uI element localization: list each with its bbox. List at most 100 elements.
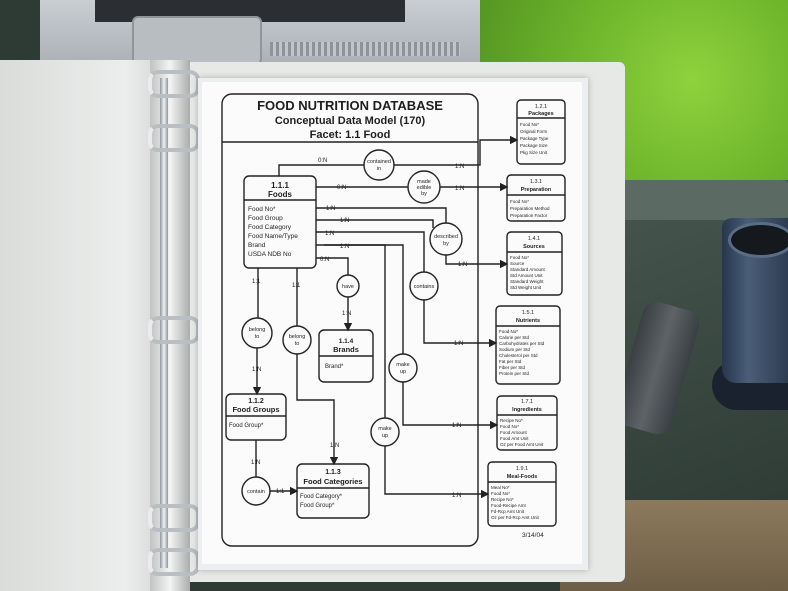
diagram-frame [221,93,479,547]
cardinality-label: 1:N [252,367,261,373]
relation-label: contains [414,284,435,290]
relation-label: to [255,334,260,340]
relation-label: belong [249,327,266,333]
food-groups-id: 1.1.2 [248,398,264,405]
laptop-trackpad [132,16,262,65]
binder-ring-rail [160,78,168,568]
sources-attr: Standard Amount [510,267,546,272]
brands-id: 1.1.4 [339,338,354,345]
sources-attr: Std Weight Unit [510,285,542,290]
diagram-facet: Facet: 1.1 Food [310,129,391,141]
brands-attr: Brand* [325,364,344,370]
cardinality-label: 1:N [458,262,467,268]
sources-name: Sources [523,244,545,250]
relation-label: by [421,191,427,197]
nutrients-attr: Sodium per Std [499,347,531,352]
ingredients-id: 1.7.1 [521,399,533,405]
foods-attr: Food Name/Type [248,233,298,240]
diagram-title: FOOD NUTRITION DATABASE [257,98,443,113]
nutrients-attr: Fiber per Std [499,365,526,370]
preparation-id: 1.3.1 [530,179,542,185]
cardinality-label: 1:N [454,341,463,347]
meal-foods-attr: Food-Recipe Amt [491,503,527,508]
laptop-vent [270,42,460,56]
meal-foods-attr: Meal No* [491,485,510,490]
packages-attr: Package Size [520,143,548,148]
cardinality-label: 1:N [326,206,335,212]
meal-foods-attr: Food No* [491,491,510,496]
cardinality-label: 1:N [455,164,464,170]
food-categories-attr: Food Group* [300,503,335,509]
ingredients-attr: Recipe No* [500,418,523,423]
entity-box-preparation [506,174,566,222]
food-groups-attr: Food Group* [229,423,264,429]
ingredients-attr: Food Amount [500,430,528,435]
foods-attr: Food Category [248,224,292,231]
relation-label: described [434,234,458,240]
ingredients-attr: Oz per Food Amt Unit [500,442,544,447]
cardinality-label: 1:N [340,244,349,250]
relation-label: have [342,284,354,290]
meal-foods-attr: Fd-Rcp Amt Unit [491,509,525,514]
meal-foods-id: 1.9.1 [516,466,528,472]
cardinality-label: 1:N [455,186,464,192]
foods-id: 1.1.1 [271,181,289,190]
cardinality-label: 0:N [318,158,327,164]
sources-attr: Source [510,261,525,266]
nutrients-attr: Carbohydrates per Std [499,341,545,346]
sources-attr: Standard Weight [510,279,544,284]
printed-page [202,82,582,564]
food-groups-name: Food Groups [232,405,279,414]
relation-label: belong [289,334,306,340]
mug-rim [728,222,788,258]
packages-attr: Original Form [520,129,548,134]
entity-box-packages [516,99,566,165]
preparation-attr: Food No* [510,199,529,204]
relation-label: contain [247,489,265,495]
sources-attr: Food No* [510,255,529,260]
relation-label: to [295,341,300,347]
cardinality-label: 1:N [330,443,339,449]
relation-label: make [378,426,391,432]
meal-foods-name: Meal-Foods [507,474,538,480]
meal-foods-attr: Recipe No* [491,497,514,502]
packages-attr: Pkg Size Unit [520,150,548,155]
preparation-attr: Preparation Factor [510,213,548,218]
diagram-subtitle: Conceptual Data Model (170) [275,115,426,127]
nutrients-attr: Fat per Std [499,359,522,364]
preparation-name: Preparation [521,187,552,193]
nutrients-attr: Food No* [499,329,518,334]
cardinality-label: 1:N [340,218,349,224]
relation-label: made [417,179,431,185]
food-categories-name: Food Categories [303,477,362,486]
entity-box-foods [243,175,317,269]
sources-id: 1.4.1 [528,236,540,242]
food-categories-id: 1.1.3 [325,469,341,476]
relation-label: up [382,433,388,439]
relation-label: edible [417,185,432,191]
cardinality-label: 1:1 [292,283,301,289]
foods-attr: Food No* [248,206,276,213]
packages-id: 1.2.1 [535,104,547,110]
relation-label: up [400,369,406,375]
ingredients-name: Ingredients [512,407,542,413]
cardinality-label: 1:N [342,311,351,317]
cardinality-label: 1:N [251,460,260,466]
nutrients-attr: Calorie per Std [499,335,530,340]
nutrients-attr: Protein per Std [499,371,530,376]
meal-foods-attr: Oz per Fd-Rcp Amt Unit [491,515,540,520]
cardinality-label: 1:1 [252,279,261,285]
cardinality-label: 0:N [337,185,346,191]
foods-attr: Brand [248,242,266,249]
foods-name: Foods [268,190,293,199]
nutrients-name: Nutrients [516,318,540,324]
cardinality-label: 0:N [320,257,329,263]
cardinality-label: 1:N [325,231,334,237]
relation-label: by [443,241,449,247]
ingredients-attr: Food Amt Unit [500,436,529,441]
cardinality-label: 1:N [452,423,461,429]
ingredients-attr: Food No* [500,424,519,429]
cardinality-label: 1:1 [276,489,285,495]
packages-attr: Package Type [520,136,549,141]
